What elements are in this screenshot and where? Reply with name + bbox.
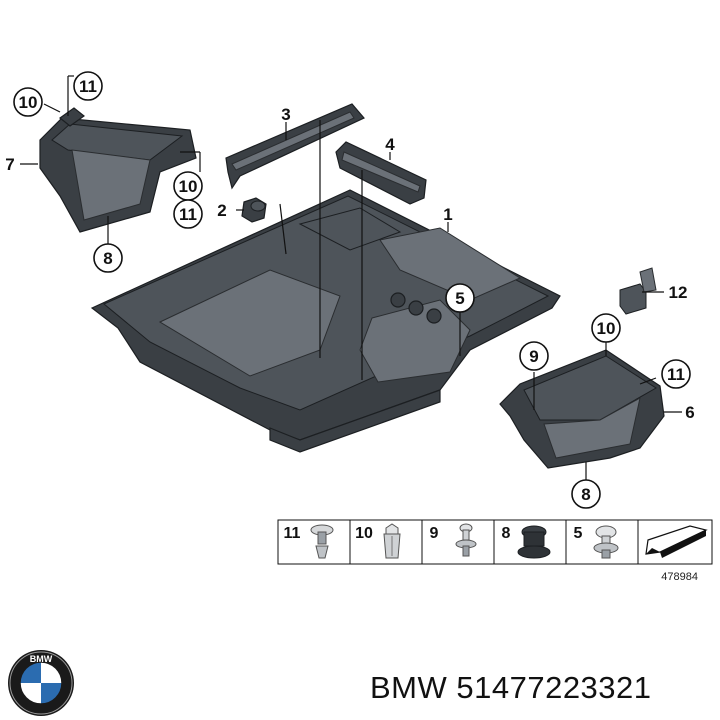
trim-rail-4	[335, 141, 427, 205]
trim-rail-3	[225, 103, 365, 190]
callout-10: 10	[19, 93, 38, 112]
callout-5: 5	[455, 289, 464, 308]
callout-11: 11	[79, 77, 97, 96]
callout-12: 12	[669, 283, 688, 302]
callout-7: 7	[5, 155, 14, 174]
callout-circle-8	[93, 243, 123, 273]
callout-2: 2	[217, 201, 226, 220]
legend-number-5: 5	[574, 525, 583, 542]
screw-clip-icon	[310, 524, 334, 559]
callout-4: 4	[385, 135, 395, 154]
fastener-legend-strip: 11 10 9 8 5	[277, 519, 713, 583]
expansion-nut-icon	[383, 523, 401, 559]
direction-arrow-icon	[645, 525, 708, 558]
plug-2	[241, 197, 267, 223]
legend-number-11: 11	[284, 525, 301, 542]
callout-8: 8	[581, 485, 590, 504]
rubber-grommet-icon	[517, 525, 551, 559]
callout-circle-9	[519, 341, 549, 371]
storage-box-left	[39, 107, 197, 233]
callout-11: 11	[667, 365, 685, 384]
callout-11: 11	[179, 205, 197, 224]
storage-box-right	[499, 349, 665, 469]
callout-1: 1	[443, 205, 452, 224]
leader-lines	[20, 75, 682, 480]
push-pin-icon	[455, 523, 477, 557]
callout-circle-10	[591, 313, 621, 343]
callout-10: 10	[179, 177, 198, 196]
legend-number-9: 9	[430, 525, 439, 542]
callout-circle-11	[73, 71, 103, 101]
reference-number: 478984	[661, 571, 698, 583]
bracket-12	[619, 267, 657, 315]
floor-tray-1	[90, 189, 561, 453]
callout-8: 8	[103, 249, 112, 268]
callout-circle-11	[661, 359, 691, 389]
callout-circle-8	[571, 479, 601, 509]
part-number-caption: BMW 51477223321	[370, 670, 652, 705]
callout-circle-11	[173, 199, 203, 229]
bmw-logo-text: BMW	[30, 654, 53, 664]
callout-9: 9	[529, 347, 538, 366]
callout-circle-5	[445, 283, 475, 313]
callout-10: 10	[597, 319, 616, 338]
callout-3: 3	[281, 105, 290, 124]
callout-circle-10	[13, 87, 43, 117]
callouts: 10 11 7 10 11 8 2 3 4 1 5 12 10 9	[5, 71, 695, 509]
bmw-logo: BMW	[8, 650, 74, 716]
rivet-clip-icon	[593, 525, 619, 559]
legend-number-8: 8	[502, 525, 511, 542]
callout-6: 6	[685, 403, 694, 422]
legend-number-10: 10	[355, 525, 373, 542]
